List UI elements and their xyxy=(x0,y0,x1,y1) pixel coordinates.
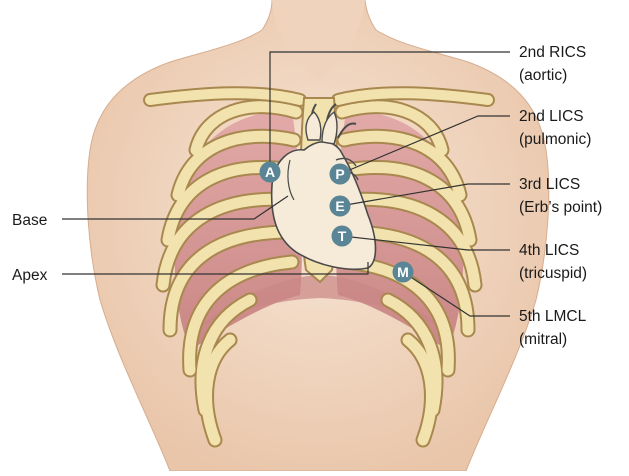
svg-text:P: P xyxy=(335,166,344,182)
label-base: Base xyxy=(12,212,47,229)
svg-text:T: T xyxy=(338,228,347,244)
label-erb-line1: 3rd LICS xyxy=(519,176,580,193)
label-aortic-line1: 2nd RICS xyxy=(519,44,586,61)
marker-pulmonic: P xyxy=(330,164,351,185)
svg-text:A: A xyxy=(265,164,275,180)
label-apex: Apex xyxy=(12,267,48,284)
label-tricuspid-line1: 4th LICS xyxy=(519,242,579,259)
marker-tricuspid: T xyxy=(332,226,353,247)
label-erb-line2: (Erb’s point) xyxy=(519,199,602,216)
label-mitral-line1: 5th LMCL xyxy=(519,308,587,325)
label-pulmonic-line2: (pulmonic) xyxy=(519,131,591,148)
marker-erb: E xyxy=(330,196,351,217)
marker-aortic: A xyxy=(260,162,281,183)
label-tricuspid-line2: (tricuspid) xyxy=(519,265,587,282)
label-mitral-line2: (mitral) xyxy=(519,331,567,348)
label-pulmonic-line1: 2nd LICS xyxy=(519,108,584,125)
label-aortic-line2: (aortic) xyxy=(519,67,567,84)
svg-text:M: M xyxy=(397,264,409,280)
svg-text:E: E xyxy=(335,198,344,214)
marker-mitral: M xyxy=(393,262,414,283)
